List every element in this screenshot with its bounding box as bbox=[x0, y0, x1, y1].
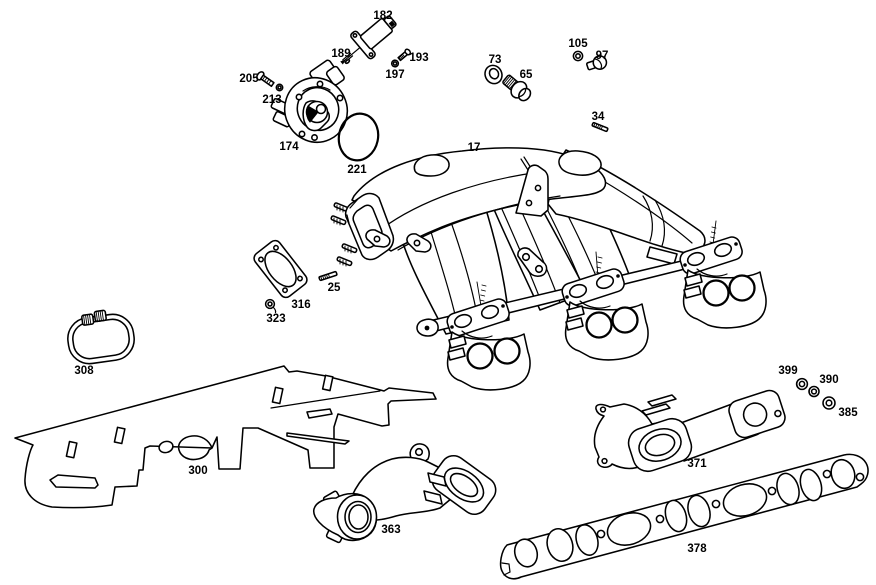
svg-text:221: 221 bbox=[347, 164, 367, 176]
svg-text:399: 399 bbox=[778, 365, 797, 377]
svg-text:105: 105 bbox=[568, 38, 588, 50]
svg-text:197: 197 bbox=[385, 69, 404, 81]
svg-text:378: 378 bbox=[687, 543, 707, 555]
svg-text:65: 65 bbox=[520, 69, 533, 81]
svg-text:363: 363 bbox=[381, 524, 400, 536]
svg-text:390: 390 bbox=[819, 374, 838, 386]
svg-text:316: 316 bbox=[291, 299, 310, 311]
svg-text:182: 182 bbox=[373, 10, 392, 22]
svg-text:371: 371 bbox=[687, 458, 707, 470]
svg-text:213: 213 bbox=[262, 94, 281, 106]
svg-text:97: 97 bbox=[596, 50, 609, 62]
svg-text:193: 193 bbox=[409, 52, 428, 64]
svg-text:205: 205 bbox=[239, 73, 259, 85]
svg-text:73: 73 bbox=[489, 54, 502, 66]
svg-text:189: 189 bbox=[331, 48, 350, 60]
svg-text:300: 300 bbox=[188, 465, 207, 477]
svg-text:385: 385 bbox=[838, 407, 858, 419]
svg-text:34: 34 bbox=[592, 111, 605, 123]
svg-text:174: 174 bbox=[279, 141, 299, 153]
svg-text:323: 323 bbox=[266, 313, 285, 325]
svg-text:25: 25 bbox=[328, 282, 341, 294]
svg-text:17: 17 bbox=[468, 142, 481, 154]
svg-text:308: 308 bbox=[74, 365, 94, 377]
